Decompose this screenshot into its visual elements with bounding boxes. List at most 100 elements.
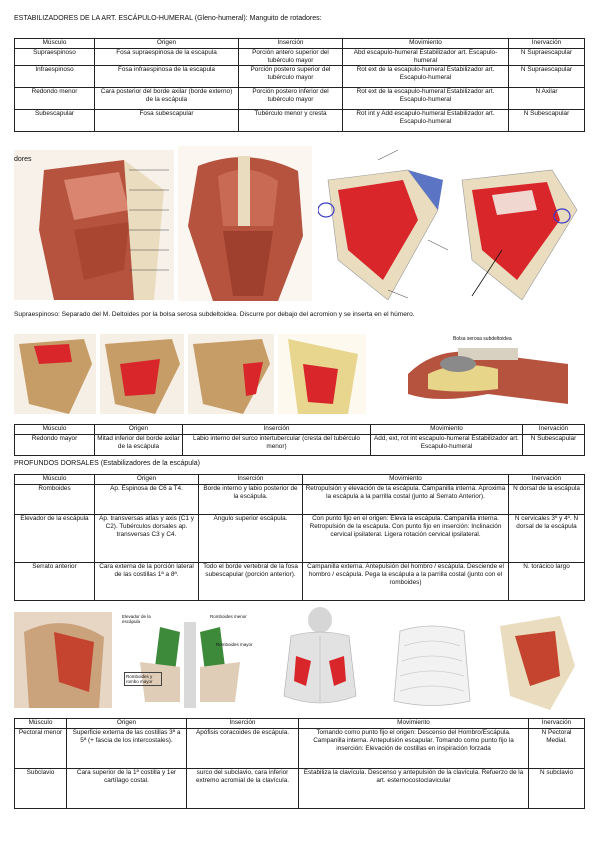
- cell-movimiento: Rot int y Add escapulo-humeral Estabiliz…: [342, 109, 509, 132]
- dorsales-table: Músculo Origen Inserción Movimiento Iner…: [14, 474, 585, 601]
- cell-musculo: Subescapular: [14, 109, 95, 132]
- cell-origen: Fosa infraespinosa de la escapula: [94, 65, 239, 88]
- supraespinoso-figure-4: [278, 334, 366, 414]
- supraespinoso-figure-3: [188, 334, 274, 414]
- cell-inervacion: N cervicales 3º y 4º. N dorsal de la esc…: [508, 514, 585, 563]
- cell-inervacion: N. torácico largo: [508, 562, 585, 601]
- cell-inervacion: N Supraescapular: [508, 65, 585, 88]
- cell-origen: Cara externa de la porción lateral de la…: [94, 562, 199, 601]
- cell-origen: Ap. Espinosa de C6 a T4.: [94, 484, 199, 515]
- table-header-row: Músculo Origen Inserción Movimiento Iner…: [14, 38, 585, 49]
- header-movimiento: Movimiento: [302, 474, 509, 485]
- header-insercion: Inserción: [238, 38, 343, 49]
- cell-insercion: Tubérculo menor y cresta: [238, 109, 343, 132]
- cell-inervacion: N Supraescapular: [508, 48, 585, 66]
- supraespinoso-note: Supraespinoso: Separado del M. Deltoides…: [14, 311, 415, 318]
- dorsales-title: PROFUNDOS DORSALES (Estabilizadores de l…: [14, 460, 200, 467]
- cell-insercion: Todo el borde vertebral de la fosa subes…: [198, 562, 303, 601]
- header-inervacion: Inervación: [522, 424, 585, 435]
- header-inervacion: Inervación: [508, 474, 585, 485]
- cell-insercion: Apófisis coracoides de escápula.: [186, 728, 299, 769]
- table-row: Serrato anterior Cara externa de la porc…: [14, 562, 585, 601]
- cell-inervacion: N subclavio: [528, 768, 585, 809]
- table-row: Elevador de la escápula Ap. transversas …: [14, 514, 585, 563]
- cell-origen: Cara superior de la 1ª costilla y 1er ca…: [66, 768, 187, 809]
- cell-origen: Ap. transversas atlas y axis (C1 y C2). …: [94, 514, 199, 563]
- cell-movimiento: Campanilla externa. Antepulsión del homb…: [302, 562, 509, 601]
- cell-inervacion: N Subescapular: [522, 434, 585, 456]
- cell-musculo: Subclavio: [14, 768, 67, 809]
- cell-inervacion: N Subescapular: [508, 109, 585, 132]
- figure-partial-label: dores: [14, 156, 32, 163]
- cell-insercion: Ángulo superior escápula.: [198, 514, 303, 563]
- cell-movimiento: Estabiliza la clavícula. Descenso y ante…: [298, 768, 529, 809]
- supraespinoso-figure-1: [14, 334, 96, 414]
- table-row: Subescapular Fosa subescapular Tubérculo…: [14, 109, 585, 132]
- romboides-photo: [14, 612, 112, 708]
- table-row: Pectoral menor Superficie externa de las…: [14, 728, 585, 769]
- serrato-skeleton-illustration: [266, 606, 374, 710]
- header-insercion: Inserción: [182, 424, 371, 435]
- cell-insercion: surco del subclavio, cara inferior extre…: [186, 768, 299, 809]
- cell-musculo: Redondo mayor: [14, 434, 95, 456]
- supraespinoso-figure-2: [100, 334, 184, 414]
- table-row: Infraespinoso Fosa infraespinosa de la e…: [14, 65, 585, 88]
- cell-musculo: Pectoral menor: [14, 728, 67, 769]
- header-movimiento: Movimiento: [370, 424, 523, 435]
- table-header-row: Músculo Origen Inserción Movimiento Iner…: [14, 474, 585, 485]
- cell-insercion: Porción antero superior del tubérculo ma…: [238, 48, 343, 66]
- cell-origen: Superficie externa de las costillas 3ª a…: [66, 728, 187, 769]
- header-musculo: Músculo: [14, 38, 95, 49]
- label-romboides-menor: Romboides menor: [210, 614, 247, 619]
- header-insercion: Inserción: [186, 718, 299, 729]
- cell-origen: Mitad inferior del borde axilar de la es…: [94, 434, 183, 456]
- cell-inervacion: N Pectoral Medial.: [528, 728, 585, 769]
- header-insercion: Inserción: [198, 474, 303, 485]
- cell-movimiento: Rot ext de la escapulo-humeral Estabiliz…: [342, 87, 509, 110]
- thorax-skeleton-illustration: [380, 606, 484, 710]
- bolsa-serosa-illustration: Bolsa serosa subdeltoidea: [398, 334, 580, 414]
- pectoral-menor-illustration: [490, 606, 580, 710]
- cell-movimiento: Add, ext, rot int escapulo-humeral Estab…: [370, 434, 523, 456]
- cell-musculo: Infraespinoso: [14, 65, 95, 88]
- cell-insercion: Borde interno y labio posterior de la es…: [198, 484, 303, 515]
- table-row: Supraespinoso Fosa supraespinosa de la e…: [14, 48, 585, 66]
- header-musculo: Músculo: [14, 424, 95, 435]
- header-origen: Origen: [94, 38, 239, 49]
- cell-insercion: Labio interno del surco intertubercular …: [182, 434, 371, 456]
- scapula-posterior-insertion-diagram: [452, 150, 580, 300]
- bursa-label: Bolsa serosa subdeltoidea: [453, 336, 513, 342]
- cell-movimiento: Con punto fijo en el origen: Eleva la es…: [302, 514, 509, 563]
- cell-movimiento: Retropulsión y elevación de la escápula.…: [302, 484, 509, 515]
- cell-musculo: Redondo menor: [14, 87, 95, 110]
- cell-insercion: Porción postero superior del tubérculo m…: [238, 65, 343, 88]
- label-rombo-box: Romboides y rombo mayor: [124, 672, 162, 686]
- table-row: Romboides Ap. Espinosa de C6 a T4. Borde…: [14, 484, 585, 515]
- table-header-row: Músculo Origen Inserción Movimiento Iner…: [14, 424, 585, 435]
- pectoral-table: Músculo Origen Inserción Movimiento Iner…: [14, 718, 585, 809]
- cell-origen: Cara posterior del borde axilar (borde e…: [94, 87, 239, 110]
- header-musculo: Músculo: [14, 474, 95, 485]
- redondo-mayor-table: Músculo Origen Inserción Movimiento Iner…: [14, 424, 585, 456]
- rotator-cuff-table: Músculo Origen Inserción Movimiento Iner…: [14, 38, 585, 132]
- cell-inervacion: N dorsal de la escápula: [508, 484, 585, 515]
- cell-musculo: Romboides: [14, 484, 95, 515]
- header-inervacion: Inervación: [528, 718, 585, 729]
- header-origen: Origen: [66, 718, 187, 729]
- table-row: Subclavio Cara superior de la 1ª costill…: [14, 768, 585, 809]
- cell-movimiento: Abd escapulo-humeral Estabilizador art. …: [342, 48, 509, 66]
- label-romboides-mayor: Romboides mayor: [216, 642, 253, 647]
- rotator-cuff-posterior-illustration: dores: [14, 150, 174, 300]
- cell-inervacion: N Axilar: [508, 87, 585, 110]
- label-elevador: Elevador de la escápula: [122, 614, 151, 624]
- cell-musculo: Elevador de la escápula: [14, 514, 95, 563]
- shoulder-posterior-illustration: [178, 146, 312, 301]
- scapula-anterior-insertion-diagram: [318, 150, 450, 300]
- table-row: Redondo mayor Mitad inferior del borde a…: [14, 434, 585, 456]
- header-movimiento: Movimiento: [342, 38, 509, 49]
- cell-insercion: Porción postero inferior del tubérculo m…: [238, 87, 343, 110]
- cell-movimiento: Tomando como punto fijo el origen: Desce…: [298, 728, 529, 769]
- table-row: Redondo menor Cara posterior del borde a…: [14, 87, 585, 110]
- header-origen: Origen: [94, 474, 199, 485]
- cell-movimiento: Rot ext de la escapulo-humeral Estabiliz…: [342, 65, 509, 88]
